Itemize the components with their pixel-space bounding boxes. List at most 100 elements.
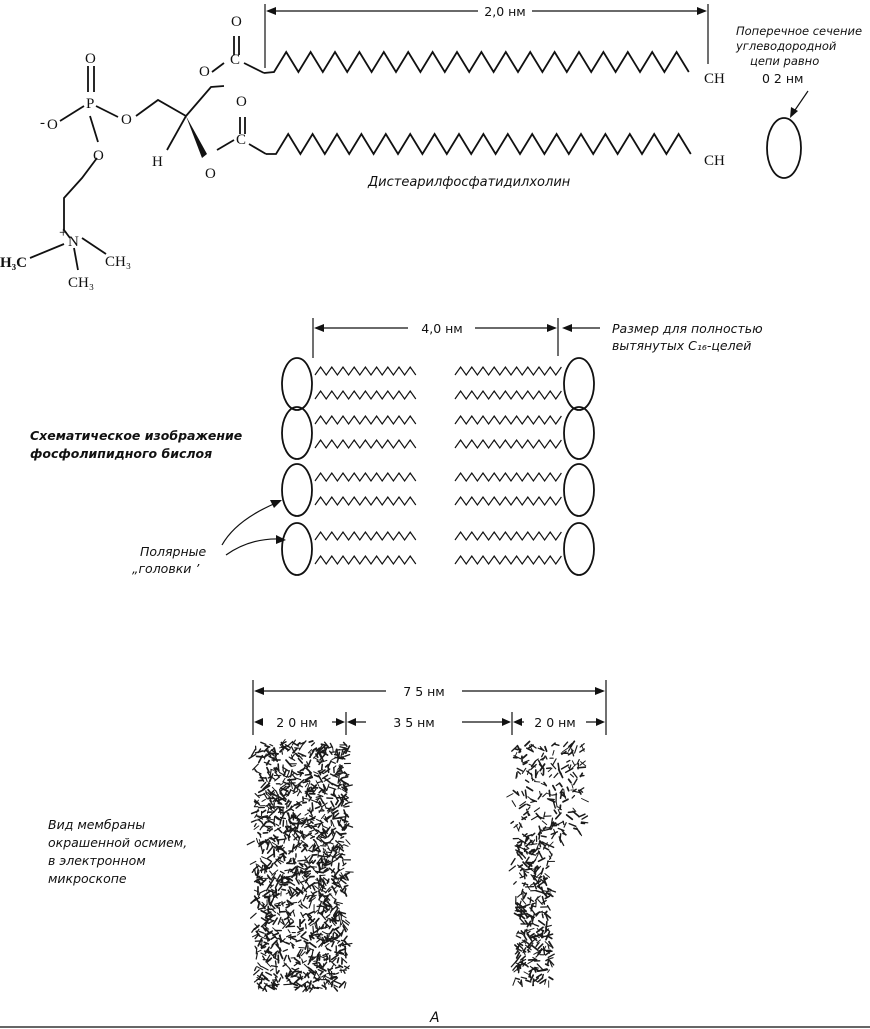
left-stain-stroke	[269, 799, 274, 806]
left-stain-stroke	[290, 971, 295, 978]
right-stain-stroke	[547, 953, 555, 959]
left-stain-stroke	[284, 941, 291, 945]
left-stain-stroke	[276, 969, 280, 975]
right-stain-stroke	[550, 831, 559, 836]
left-stain-stroke	[279, 818, 282, 825]
left-stain-stroke	[330, 819, 332, 827]
left-stain-stroke	[298, 904, 303, 909]
left-stain-stroke	[308, 740, 314, 743]
right-stain-stroke	[535, 973, 543, 979]
left-stain-stroke	[344, 873, 349, 881]
left-stain-stroke	[256, 808, 259, 814]
right-stain-stroke	[579, 742, 585, 748]
polar-head-right-2	[563, 406, 595, 460]
left-stain-stroke	[282, 948, 288, 952]
left-stain-stroke	[320, 831, 326, 834]
left-stain-stroke	[261, 955, 266, 960]
left-stain-stroke	[316, 925, 324, 931]
right-stain-stroke	[512, 789, 519, 796]
left-stain-stroke	[269, 743, 274, 747]
right-stain-stroke	[546, 904, 551, 911]
right-stain-stroke	[571, 760, 576, 766]
left-stain-stroke	[285, 905, 290, 909]
oxygen-label-choline: O	[93, 148, 104, 164]
left-stain-stroke	[343, 823, 350, 829]
right-stain-stroke	[542, 792, 547, 798]
left-stain-stroke	[308, 942, 317, 949]
right-stain-stroke	[558, 782, 563, 788]
right-stain-stroke	[527, 897, 535, 903]
right-stain-stroke	[512, 978, 516, 986]
left-stain-stroke	[319, 874, 326, 877]
right-stain-stroke	[519, 918, 526, 925]
right-stain-stroke	[546, 798, 555, 801]
left-stain-stroke	[269, 789, 275, 796]
micrograph-left-label: 2 0 нм	[276, 715, 317, 730]
left-stain-stroke	[289, 814, 297, 820]
left-stain-stroke	[318, 941, 324, 948]
left-stain-stroke	[274, 815, 280, 821]
right-stain-stroke	[534, 853, 539, 861]
right-stain-stroke	[527, 861, 534, 869]
left-stain-stroke	[292, 822, 298, 825]
left-stain-stroke	[266, 841, 270, 851]
left-stain-stroke	[321, 802, 328, 807]
right-stain-stroke	[522, 910, 529, 918]
right-stain-stroke	[518, 748, 522, 754]
right-stain-stroke	[537, 933, 544, 937]
left-stain-stroke	[266, 984, 275, 991]
left-stain-stroke	[287, 929, 291, 934]
left-stain-stroke	[261, 809, 267, 814]
left-stain-stroke	[316, 838, 324, 842]
left-stain-stroke	[342, 923, 349, 931]
right-stain-stroke	[530, 815, 539, 821]
left-stain-stroke	[315, 780, 320, 787]
right-stain-stroke	[559, 788, 564, 794]
left-stain-stroke	[261, 815, 269, 818]
left-stain-stroke	[343, 982, 347, 989]
right-stain-stroke	[546, 887, 552, 891]
left-stain-stroke	[293, 828, 297, 836]
left-stain-stroke	[263, 950, 272, 955]
left-stain-stroke	[337, 783, 342, 787]
left-stain-stroke	[271, 932, 275, 936]
right-stain-stroke	[520, 930, 525, 935]
left-stain-stroke	[329, 959, 337, 967]
left-stain-stroke	[309, 865, 315, 870]
left-stain-stroke	[320, 856, 323, 862]
left-stain-stroke	[325, 945, 329, 951]
left-stain-stroke	[277, 802, 283, 805]
right-stain-stroke	[524, 779, 530, 783]
right-stain-stroke	[519, 979, 522, 985]
left-stain-stroke	[316, 832, 322, 840]
left-stain-stroke	[294, 846, 298, 851]
left-stain-stroke	[267, 852, 275, 859]
left-stain-stroke	[316, 937, 324, 941]
left-stain-stroke	[333, 843, 339, 850]
right-stain-stroke	[539, 928, 545, 932]
left-stain-stroke	[341, 771, 348, 775]
left-stain-stroke	[282, 922, 289, 930]
right-stain-stroke	[517, 893, 522, 898]
right-stain-stroke	[562, 798, 569, 803]
right-stain-stroke	[545, 920, 548, 929]
left-stain-stroke	[320, 956, 325, 959]
left-stain-stroke	[284, 868, 293, 872]
left-stain-stroke	[318, 800, 322, 806]
right-stain-stroke	[525, 747, 534, 753]
left-stain-stroke	[317, 968, 324, 973]
right-stain-stroke	[521, 882, 529, 886]
right-stain-stroke	[525, 836, 530, 842]
left-stain-stroke	[296, 819, 300, 830]
left-stain-stroke	[267, 897, 271, 906]
left-stain-stroke	[280, 973, 284, 979]
left-stain-stroke	[334, 845, 340, 850]
left-stain-stroke	[337, 867, 345, 872]
left-stain-stroke	[261, 878, 267, 884]
left-stain-stroke	[294, 967, 300, 971]
right-stain-stroke	[519, 840, 524, 848]
right-stain-stroke	[552, 793, 558, 796]
left-stain-stroke	[331, 905, 337, 911]
left-stain-stroke	[317, 793, 324, 798]
polar-head-right-4	[563, 522, 595, 576]
